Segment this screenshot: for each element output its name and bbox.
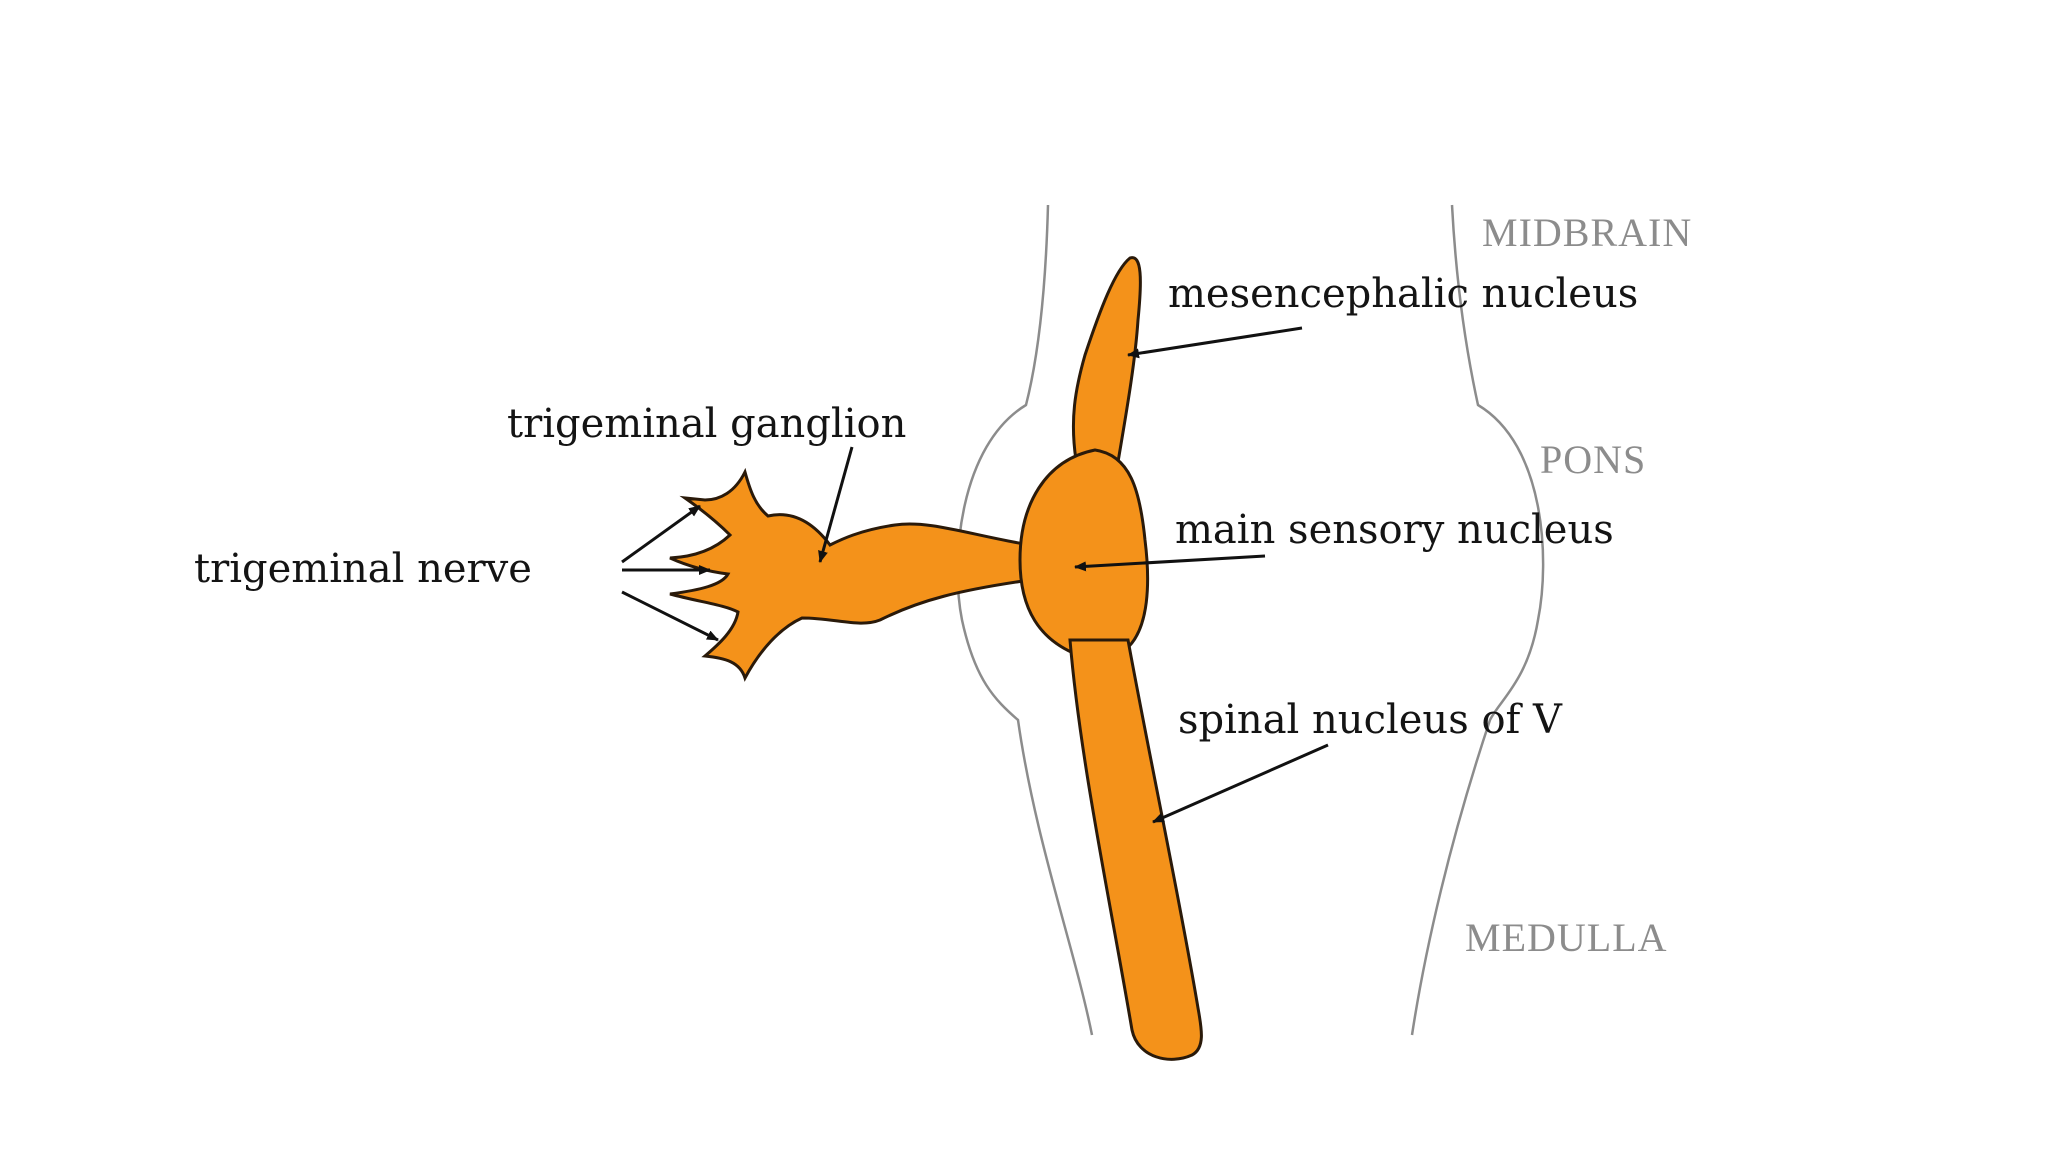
- medulla-label: MEDULLA: [1465, 915, 1668, 960]
- main-sensory-nucleus-label: main sensory nucleus: [1175, 507, 1614, 553]
- trigeminal-ganglion-label: trigeminal ganglion: [507, 401, 906, 447]
- spinal-nucleus-label: spinal nucleus of V: [1178, 697, 1563, 743]
- main-sensory-arrow: [1074, 554, 1266, 572]
- trigeminal-nerve-label: trigeminal nerve: [194, 546, 532, 592]
- trigeminal-nuclei-shape: [669, 256, 1203, 1061]
- nerve-arrow-upper: [621, 504, 701, 564]
- spinal-nucleus-shape: [1068, 638, 1203, 1061]
- midbrain-label: MIDBRAIN: [1482, 210, 1692, 255]
- nerve-arrow-lower: [621, 590, 719, 642]
- spinal-nucleus-arrow: [1152, 743, 1329, 824]
- brainstem-left-outline: [956, 204, 1094, 1036]
- mesencephalic-nucleus-shape: [1071, 256, 1142, 464]
- brainstem-right-outline: [1410, 204, 1545, 1036]
- ganglion-arrow: [818, 446, 854, 563]
- pons-label: PONS: [1540, 437, 1646, 482]
- mesencephalic-nucleus-label: mesencephalic nucleus: [1168, 271, 1638, 317]
- mesencephalic-arrow: [1127, 326, 1303, 359]
- main-sensory-nucleus-shape: [1018, 448, 1150, 660]
- trigeminal-nerve-and-ganglion: [669, 467, 1032, 682]
